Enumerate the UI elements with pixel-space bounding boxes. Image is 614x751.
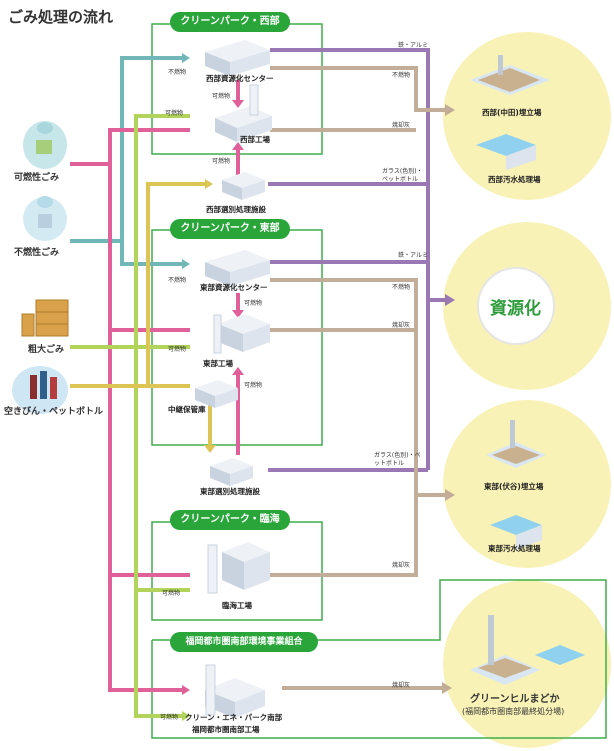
ash-flow [270, 66, 445, 690]
east-sorting-icon [210, 458, 253, 486]
resource-label: 資源化 [490, 299, 541, 319]
garbage-bag-icons [23, 121, 67, 241]
west-plant-label: 西部工場 [240, 135, 270, 144]
east-water-label: 東部汚水処理場 [488, 544, 541, 553]
source-nonburnable-label: 不燃性ごみ [14, 248, 60, 258]
greenhill-sub-label: (福岡都市圏南部最終処分場) [462, 707, 565, 716]
flow-glass-east: ガラス(色別)・ペットボトル [374, 452, 421, 467]
west-sorting-icon [222, 172, 265, 200]
storage-icon [195, 380, 238, 408]
flow-burnable-east: 可燃物 [168, 346, 187, 353]
source-bottles-label: 空きびん・ペットボトル [4, 407, 104, 417]
flow-burnable-east-sort: 可燃物 [244, 382, 263, 389]
flow-burnable-union: 可燃物 [160, 714, 179, 721]
source-burnable-label: 可燃性ごみ [14, 173, 60, 183]
greenhill-label: グリーンヒルまどか [470, 694, 560, 705]
east-plant-label: 東部工場 [203, 359, 233, 368]
flow-burnable-west-internal: 可燃物 [212, 93, 231, 100]
union-box [151, 579, 607, 739]
west-resource-center-label: 西部資源化センター [206, 74, 274, 83]
west-resource-center-icon [205, 40, 270, 76]
nonburnable-bag-icon [23, 196, 67, 241]
furniture-icon [21, 299, 69, 337]
iron-flow [268, 48, 445, 472]
west-landfill-label: 西部(中田)埋立場 [482, 108, 542, 117]
resource-inner-circle [477, 267, 555, 345]
flow-iron-west: 鉄・アルミ [398, 42, 428, 49]
east-sorting-label: 東部選別処理施設 [200, 487, 260, 496]
source-oversized-label: 粗大ごみ [28, 345, 65, 355]
flow-glass-west: ガラス(色別)・ペットボトル [382, 168, 423, 183]
bottles-icon [12, 366, 68, 414]
rinkai-plant-icon [207, 542, 270, 594]
union-plant-icon [205, 664, 265, 718]
rinkai-header: クリーンパーク・臨海 [170, 510, 290, 530]
rinkai-plant-label: 臨海工場 [222, 601, 252, 610]
east-landfill-icon [486, 420, 546, 468]
oversized-flow [70, 114, 190, 718]
flow-nonburnable-east: 不燃物 [168, 277, 187, 284]
west-header: クリーンパーク・西部 [170, 12, 290, 32]
east-landfill-label: 東部(伏谷)埋立場 [484, 482, 544, 491]
flow-ash-rinkai: 焼却灰 [392, 562, 411, 569]
west-landfill-circle [443, 32, 611, 200]
west-water-label: 西部汚水処理場 [488, 175, 541, 184]
arrowheads [182, 53, 244, 721]
east-header: クリーンパーク・東部 [170, 219, 290, 239]
nonburnable-flow [70, 56, 182, 266]
union-plant-label-2: 福岡都市圏南部工場 [192, 725, 260, 734]
flow-nonburnable-east-out: 不燃物 [392, 284, 411, 291]
flow-ash-west: 焼却灰 [392, 122, 411, 129]
storage-label: 中継保管庫 [168, 405, 206, 414]
greenhill-circle [443, 580, 611, 748]
flow-burnable-east-internal: 可燃物 [244, 300, 263, 307]
flow-iron-east: 鉄・アルミ [398, 252, 428, 259]
east-resource-center-icon [205, 250, 270, 286]
flow-ash-east: 焼却灰 [392, 322, 411, 329]
facility-icons [195, 40, 272, 718]
union-header: 福岡都市圏南部環境事業組合 [170, 632, 318, 652]
burnable-flow [70, 128, 190, 692]
union-plant-label-1: クリーン・エネ・パーク南部 [185, 713, 283, 722]
flow-nonburnable-west-out: 不燃物 [392, 72, 411, 79]
east-resource-center-label: 東部資源化センター [200, 283, 268, 292]
flow-ash-union: 焼却灰 [392, 682, 411, 689]
greenhill-icon [470, 615, 585, 685]
east-plant-icon [213, 314, 270, 354]
west-water-icon [476, 134, 536, 170]
east-water-icon [490, 515, 542, 550]
west-plant-icon [215, 84, 272, 142]
west-sorting-label: 西部選別処理施設 [206, 205, 266, 214]
east-landfill-circle [443, 400, 611, 568]
flow-burnable-rinkai: 可燃物 [162, 590, 181, 597]
page-title: ごみ処理の流れ [8, 8, 114, 26]
flow-burnable-west: 可燃物 [165, 110, 184, 117]
west-landfill-icon [470, 55, 550, 95]
outcome-illustrations [470, 55, 585, 685]
output-arrowheads [442, 104, 455, 694]
flow-nonburnable-west: 不燃物 [168, 69, 187, 76]
burnable-bag-icon [23, 121, 67, 169]
flow-burnable-west-sort: 可燃物 [212, 158, 231, 165]
